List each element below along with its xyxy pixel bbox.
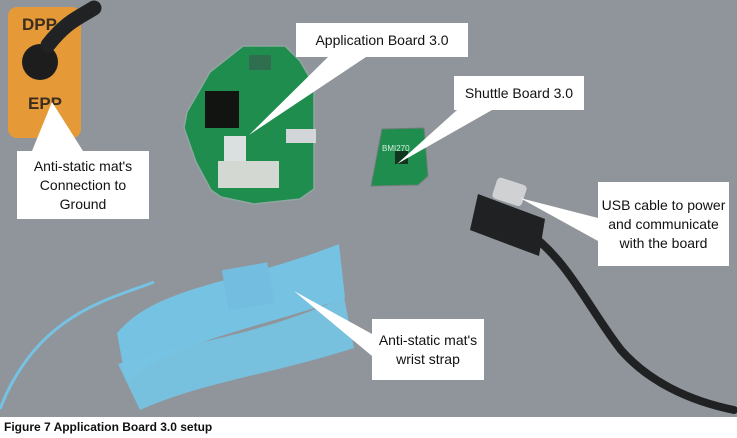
shuttle-sensor-chip — [395, 151, 408, 164]
shuttle-board-arrow — [397, 110, 492, 164]
ground-snap-connector — [22, 44, 58, 80]
pad-label-top: DPP — [22, 15, 57, 34]
shuttle-board-callout: Shuttle Board 3.0 — [454, 76, 584, 110]
usb-cable-wire — [522, 227, 737, 414]
orange-grounding-pad: DPP EPP — [8, 0, 102, 138]
strap-cord — [0, 280, 155, 410]
usb-cable-arrow — [520, 198, 598, 241]
ground-arrow — [32, 102, 83, 151]
usb-cable-callout: USB cable to power and communicate with … — [598, 182, 729, 266]
shuttle-chip-label: BMI270 — [382, 144, 410, 153]
application-board-callout: Application Board 3.0 — [296, 23, 468, 57]
usb-cable — [470, 177, 737, 414]
wrist-strap — [0, 244, 354, 410]
ground-cable — [40, 0, 102, 53]
figure-caption: Figure 7 Application Board 3.0 setup — [4, 420, 213, 434]
ground-connection-callout: Anti-static mat's Connection to Ground — [17, 151, 149, 219]
board-module — [218, 161, 279, 188]
board-header — [249, 55, 271, 70]
usb-connector-body — [470, 194, 545, 256]
usb-connector-metal — [492, 177, 527, 207]
strap-band-lower — [118, 297, 354, 410]
board-usb-port — [286, 129, 316, 143]
strap-band-upper — [117, 244, 345, 382]
application-board — [183, 45, 316, 205]
board-pcb — [183, 45, 315, 205]
board-main-chip — [205, 91, 239, 128]
wrist-strap-callout: Anti-static mat's wrist strap — [372, 319, 484, 380]
callout-arrows — [32, 57, 598, 356]
application-board-arrow — [249, 57, 366, 135]
wrist-strap-arrow — [294, 291, 372, 356]
shuttle-board: BMI270 — [370, 127, 429, 187]
board-label-sticker — [224, 136, 246, 164]
strap-buckle — [221, 262, 275, 311]
